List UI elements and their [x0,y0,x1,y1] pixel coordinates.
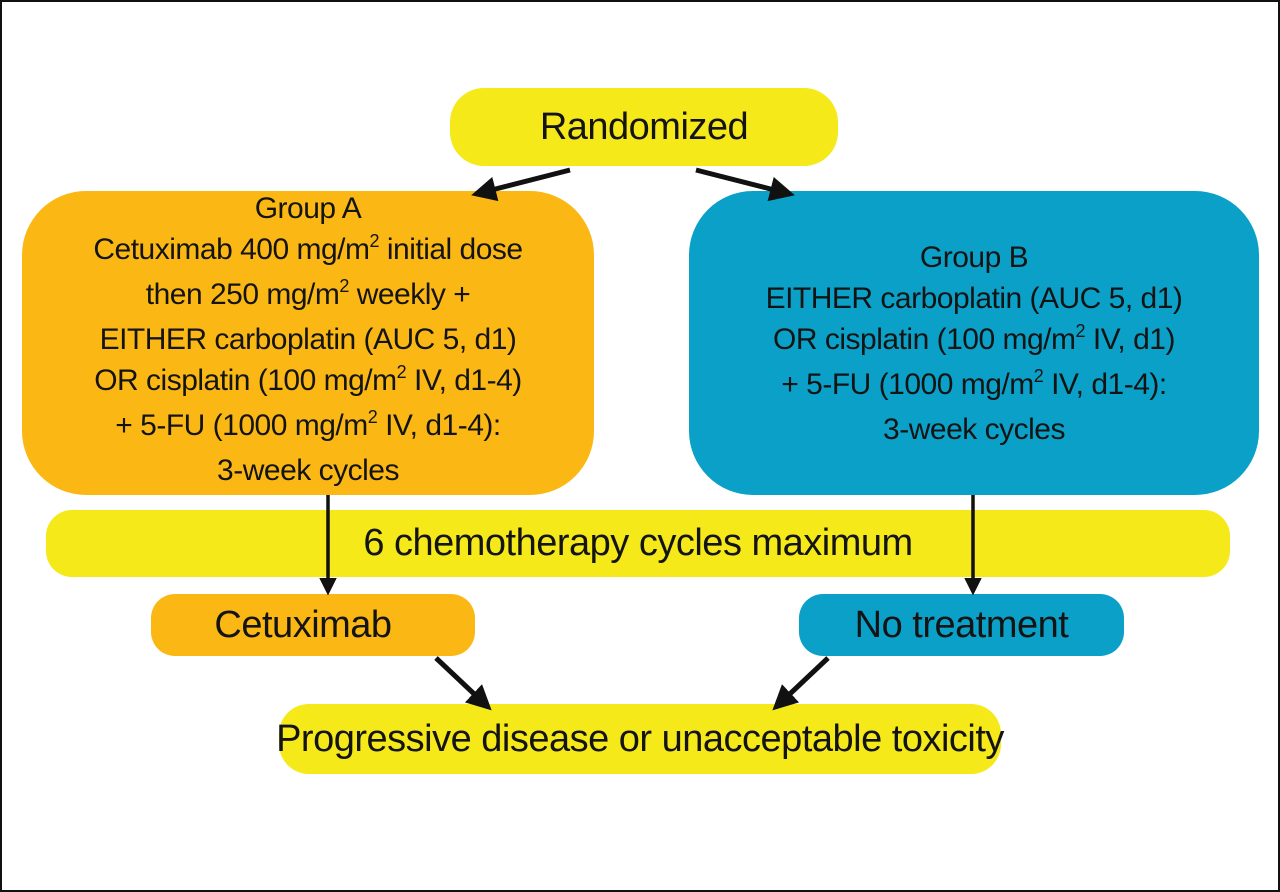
progression-label: Progressive disease or unacceptable toxi… [276,717,1004,760]
group-a-line-2: then 250 mg/m2 weekly + [145,275,471,311]
group-b-line-1: EITHER carboplatin (AUC 5, d1) [765,281,1183,315]
group-a-line-5: + 5-FU (1000 mg/m2 IV, d1-4): [115,406,501,442]
arrow-randomized-to-group-b [695,167,795,202]
arrow-cetuximab-to-progression [434,656,492,711]
no-treatment-label: No treatment [854,603,1069,646]
randomized-node: Randomized [450,88,838,166]
group-a-line-1: Cetuximab 400 mg/m2 initial dose [93,230,523,266]
cycles-band: 6 chemotherapy cycles maximum [46,510,1230,577]
group-b-line-2: OR cisplatin (100 mg/m2 IV, d1) [773,320,1175,356]
cetuximab-node: Cetuximab [151,594,475,656]
cycles-label: 6 chemotherapy cycles maximum [363,522,913,564]
group-b-line-3: + 5-FU (1000 mg/m2 IV, d1-4): [781,365,1167,401]
no-treatment-node: No treatment [799,594,1124,656]
progression-node: Progressive disease or unacceptable toxi… [276,704,1004,774]
group-a-line-3: EITHER carboplatin (AUC 5, d1) [99,322,517,356]
cetuximab-label: Cetuximab [214,603,392,646]
randomized-label: Randomized [539,105,749,148]
group-a-node: Group A Cetuximab 400 mg/m2 initial dose… [22,191,594,495]
group-a-line-6: 3-week cycles [217,453,399,487]
arrow-no-treatment-to-progression [772,656,830,711]
group-a-line-4: OR cisplatin (100 mg/m2 IV, d1-4) [94,361,522,397]
arrow-randomized-to-group-a [471,167,571,202]
group-a-title: Group A [254,191,362,225]
group-b-title: Group B [919,240,1029,274]
group-b-line-4: 3-week cycles [883,412,1065,446]
group-b-node: Group B EITHER carboplatin (AUC 5, d1) O… [689,191,1259,495]
